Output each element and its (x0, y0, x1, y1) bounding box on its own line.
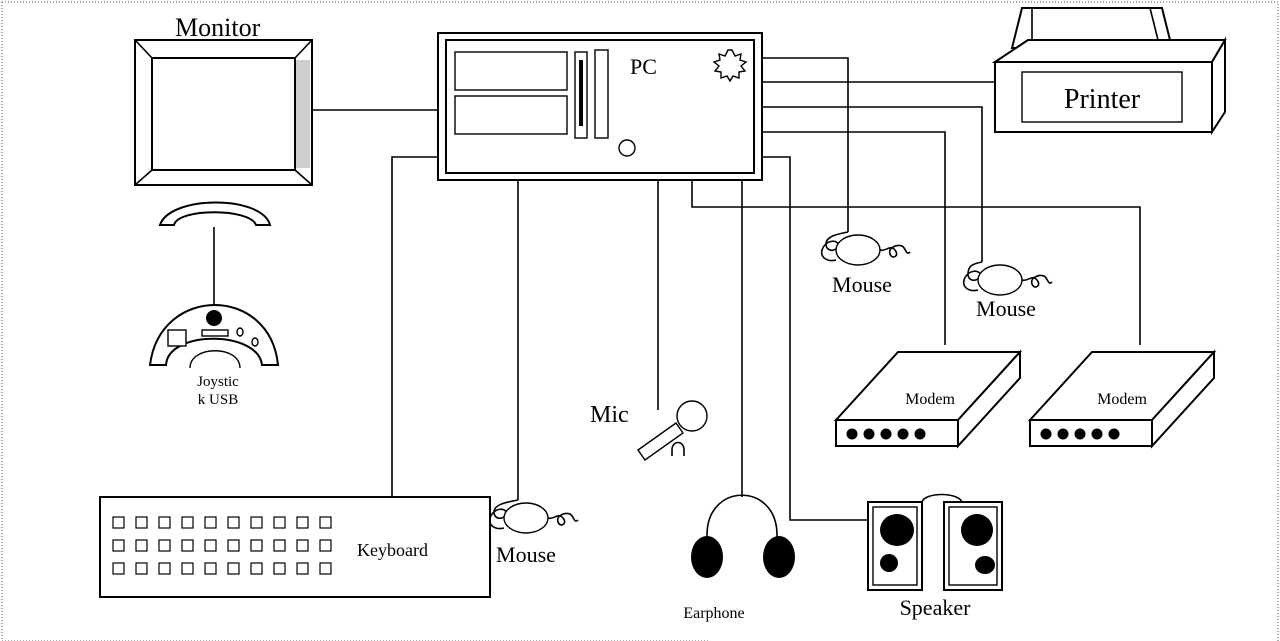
drive-bay-1 (455, 52, 567, 90)
keyboard-key (205, 540, 216, 551)
keyboard-key (274, 540, 285, 551)
drive-bay-2 (455, 96, 567, 134)
keyboard-cable (392, 157, 438, 497)
keyboard-label: Keyboard (357, 540, 428, 560)
modem-2-label: Modem (1097, 391, 1147, 408)
speaker-link-cable (922, 495, 962, 503)
mic-label: Mic (590, 402, 629, 428)
printer-label: Printer (1064, 84, 1141, 115)
keyboard-key (228, 517, 239, 528)
joystick-label-line1: Joystic (197, 374, 239, 390)
earphone (691, 495, 795, 578)
microphone (638, 401, 707, 460)
monitor-label: Monitor (175, 13, 261, 42)
keyboard-key (136, 517, 147, 528)
speaker-label: Speaker (900, 595, 972, 620)
joystick-label-line2: k USB (198, 392, 238, 408)
modem-1-label: Modem (905, 391, 955, 408)
keyboard-key (113, 540, 124, 551)
earphone-label: Earphone (683, 605, 744, 622)
joystick (150, 305, 278, 368)
keyboard-key (159, 540, 170, 551)
mouse-3-label: Mouse (496, 542, 556, 567)
keyboard-key (274, 517, 285, 528)
speakers (868, 502, 1002, 590)
modem-2-cable (692, 180, 1140, 345)
keyboard-key (274, 563, 285, 574)
mouse-3 (490, 500, 578, 533)
keyboard-key (320, 540, 331, 551)
monitor-stand (160, 203, 270, 226)
mouse-2 (964, 262, 1052, 295)
keyboard-key (228, 540, 239, 551)
mouse-2-label: Mouse (976, 296, 1036, 321)
pc-tower (438, 33, 762, 180)
joystick-button (206, 310, 222, 326)
keyboard-key (136, 563, 147, 574)
keyboard-key (136, 540, 147, 551)
keyboard-key (297, 517, 308, 528)
keyboard-key (182, 540, 193, 551)
mouse-1-cable (762, 58, 848, 232)
keyboard-key (159, 517, 170, 528)
keyboard (100, 497, 490, 597)
keyboard-key (182, 563, 193, 574)
card-slot-2 (595, 50, 608, 138)
keyboard-key (228, 563, 239, 574)
keyboard-key (251, 540, 262, 551)
keyboard-key (182, 517, 193, 528)
keyboard-key (113, 517, 124, 528)
speaker-cable (762, 157, 868, 520)
monitor (135, 40, 312, 225)
keyboard-key (297, 540, 308, 551)
keyboard-key (320, 563, 331, 574)
keyboard-key (159, 563, 170, 574)
keyboard-key (205, 517, 216, 528)
keyboard-key (320, 517, 331, 528)
keyboard-key (297, 563, 308, 574)
mouse-1 (822, 232, 910, 265)
keyboard-key (205, 563, 216, 574)
power-button (619, 140, 635, 156)
keyboard-key (113, 563, 124, 574)
keyboard-key (251, 563, 262, 574)
keyboard-key (251, 517, 262, 528)
pc-label: PC (630, 54, 657, 79)
mouse-1-label: Mouse (832, 272, 892, 297)
